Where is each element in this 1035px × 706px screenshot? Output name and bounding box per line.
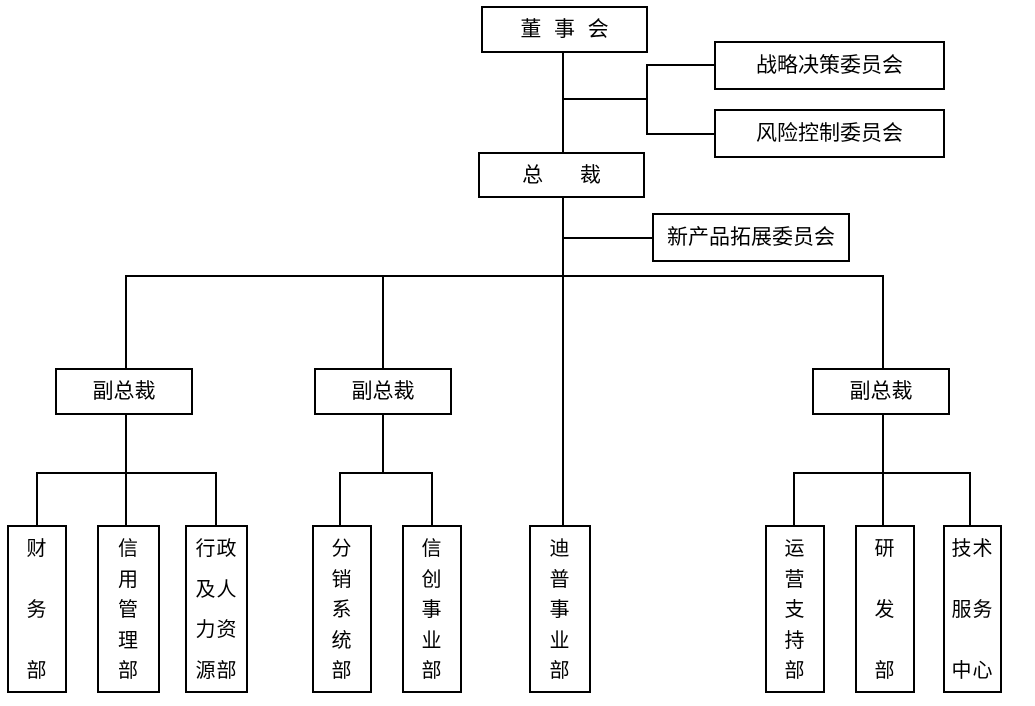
connector-president-down	[562, 198, 564, 525]
connector-board-president	[562, 53, 564, 152]
connector-distribution-drop	[339, 472, 341, 525]
connector-xinchuang-drop	[431, 472, 433, 525]
connector-right-children-rail	[793, 472, 971, 474]
node-dept-rnd: 研发部	[855, 525, 915, 693]
dept-label-line: 财	[26, 538, 48, 560]
dept-label-line: 迪	[549, 538, 571, 560]
node-president-label: 总裁	[522, 162, 638, 187]
dept-label-line: 销	[331, 568, 353, 591]
dept-label-line: 服务	[951, 599, 994, 621]
connector-vp-left-down	[125, 415, 127, 525]
dept-label-line: 行政	[195, 538, 238, 560]
dept-label-line: 中心	[951, 660, 994, 682]
node-board-label: 董事会	[520, 17, 622, 41]
node-risk-committee-label: 风险控制委员会	[756, 121, 903, 145]
node-vp-middle: 副总裁	[314, 368, 452, 415]
connector-adminhr-drop	[215, 472, 217, 525]
dept-label-line: 发	[874, 599, 896, 621]
connector-techsvc-drop	[969, 472, 971, 525]
connector-vp-right-down	[882, 415, 884, 525]
connector-vp-middle-drop	[382, 275, 384, 368]
dept-label-line: 分	[331, 538, 353, 560]
dept-label-line: 系	[331, 599, 353, 621]
node-vp-right-label: 副总裁	[849, 379, 913, 403]
node-strategy-committee-label: 战略决策委员会	[756, 53, 903, 77]
dept-label-line: 技术	[951, 538, 994, 560]
dept-label-line: 部	[26, 660, 48, 682]
node-vp-middle-label: 副总裁	[351, 379, 415, 403]
dept-label-line: 营	[784, 568, 806, 591]
dept-label-line: 源部	[195, 659, 238, 682]
dept-label-line: 支	[784, 599, 806, 621]
dept-label-line: 信	[118, 538, 139, 560]
connector-vp-middle-down	[382, 415, 384, 474]
dept-label-line: 运	[784, 538, 806, 560]
connector-operations-drop	[793, 472, 795, 525]
dept-label-line: 业	[549, 629, 571, 652]
dept-label-line: 用	[118, 568, 139, 591]
connector-committee-bracket	[646, 65, 648, 135]
node-strategy-committee: 战略决策委员会	[714, 41, 945, 90]
node-vp-right: 副总裁	[812, 368, 950, 415]
node-dept-xinchuang-business: 信创事业部	[402, 525, 462, 693]
dept-label-line: 部	[874, 660, 896, 682]
node-dept-credit-management: 信用管理部	[97, 525, 160, 693]
dept-label-line: 管	[118, 599, 139, 621]
dept-label-line: 部	[784, 660, 806, 682]
node-new-product-committee: 新产品拓展委员会	[652, 213, 850, 262]
dept-label-line: 创	[421, 568, 443, 591]
connector-strategy-committee	[646, 64, 714, 66]
dept-label-line: 部	[331, 660, 353, 682]
connector-risk-committee	[646, 133, 714, 135]
dept-label-line: 事	[549, 599, 571, 621]
node-dept-admin-hr: 行政及人力资源部	[185, 525, 248, 693]
connector-vp-left-drop	[125, 275, 127, 368]
connector-left-children-rail	[36, 472, 217, 474]
dept-label-line: 业	[421, 629, 443, 652]
connector-distribution-rail	[126, 275, 884, 277]
dept-label-line: 持	[784, 629, 806, 652]
connector-committee-stub	[562, 98, 648, 100]
node-vp-left-label: 副总裁	[92, 379, 156, 403]
dept-label-line: 信	[421, 538, 443, 560]
dept-label-line: 部	[118, 660, 139, 682]
dept-label-line: 事	[421, 599, 443, 621]
node-dept-operations-support: 运营支持部	[765, 525, 825, 693]
dept-label-line: 普	[549, 568, 571, 591]
node-dept-dipu-business: 迪普事业部	[529, 525, 591, 693]
connector-middle-children-rail	[339, 472, 433, 474]
node-dept-distribution-systems: 分销系统部	[312, 525, 372, 693]
connector-new-product-committee	[562, 237, 652, 239]
node-vp-left: 副总裁	[55, 368, 193, 415]
dept-label-line: 研	[874, 538, 896, 560]
node-president: 总裁	[478, 152, 645, 198]
dept-label-line: 务	[26, 599, 48, 621]
connector-finance-drop	[36, 472, 38, 525]
dept-label-line: 部	[421, 660, 443, 682]
node-board: 董事会	[481, 6, 648, 53]
node-dept-tech-service-center: 技术服务中心	[943, 525, 1002, 693]
node-dept-finance: 财务部	[7, 525, 67, 693]
node-new-product-committee-label: 新产品拓展委员会	[667, 225, 835, 249]
dept-label-line: 部	[549, 660, 571, 682]
dept-label-line: 及人	[195, 578, 238, 601]
dept-label-line: 力资	[195, 619, 238, 642]
connector-vp-right-drop	[882, 275, 884, 368]
dept-label-line: 理	[118, 629, 139, 652]
node-risk-committee: 风险控制委员会	[714, 109, 945, 158]
dept-label-line: 统	[331, 629, 353, 652]
